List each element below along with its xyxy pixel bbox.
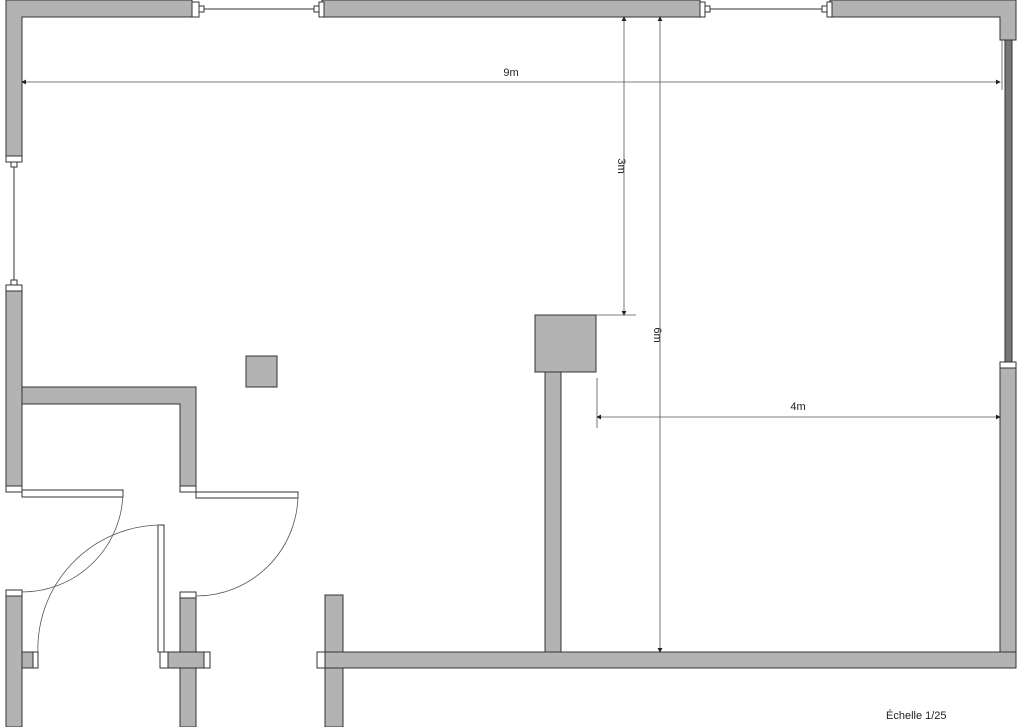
dimension-lines: 9m 3m 6m 4m [21, 16, 1003, 653]
wall-top-middle [321, 0, 701, 18]
pillar-box [534, 314, 597, 373]
dimension-label-3m: 3m [615, 158, 627, 173]
wall-left-bottom [5, 591, 23, 727]
wall-top-left [5, 0, 193, 159]
door-swing-vertical [37, 524, 161, 656]
doors [5, 485, 326, 669]
door-leaf-left [21, 489, 124, 498]
door-swing-middle [195, 493, 299, 597]
wall-stub [167, 651, 205, 669]
door-leaf-middle [195, 491, 299, 499]
door-swing-left [21, 491, 124, 593]
wall-bottom [321, 651, 1017, 669]
wall-top-right [829, 0, 1017, 41]
windows [5, 1, 1017, 369]
partition-wall [544, 371, 562, 653]
window-right-glazing [1004, 39, 1013, 366]
dimension-label-4m: 4m [790, 401, 805, 413]
dimension-label-6m: 6m [651, 327, 663, 342]
wall-interior-corner [21, 386, 197, 491]
wall-right [999, 364, 1017, 669]
dimension-label-9m: 9m [503, 67, 518, 79]
door-leaf-vertical [157, 524, 165, 653]
wall-left-middle [5, 287, 23, 491]
scale-label: Échelle 1/25 [886, 710, 947, 722]
pillar-small [245, 355, 278, 388]
